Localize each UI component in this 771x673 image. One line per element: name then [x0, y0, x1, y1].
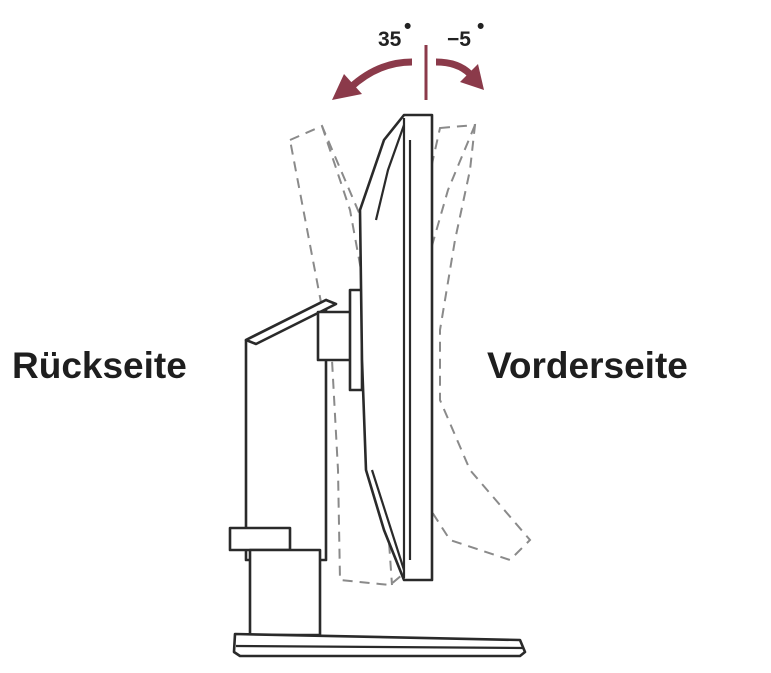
back-side-label: Rückseite — [12, 345, 187, 386]
tilt-front-arrow — [435, 58, 484, 90]
stand-base — [232, 632, 527, 658]
front-side-label: Vorderseite — [487, 345, 688, 386]
front-angle-value: −5 — [447, 28, 471, 51]
front-angle-degree: • — [477, 15, 484, 38]
back-angle-degree: • — [404, 15, 411, 38]
height-collar — [228, 526, 292, 552]
back-angle-value: 35 — [378, 28, 402, 51]
hinge-bracket — [316, 288, 364, 392]
stand-column — [244, 298, 338, 562]
tilt-back-arrow — [332, 58, 413, 100]
column-neck — [248, 548, 322, 637]
monitor-panel — [358, 113, 434, 582]
